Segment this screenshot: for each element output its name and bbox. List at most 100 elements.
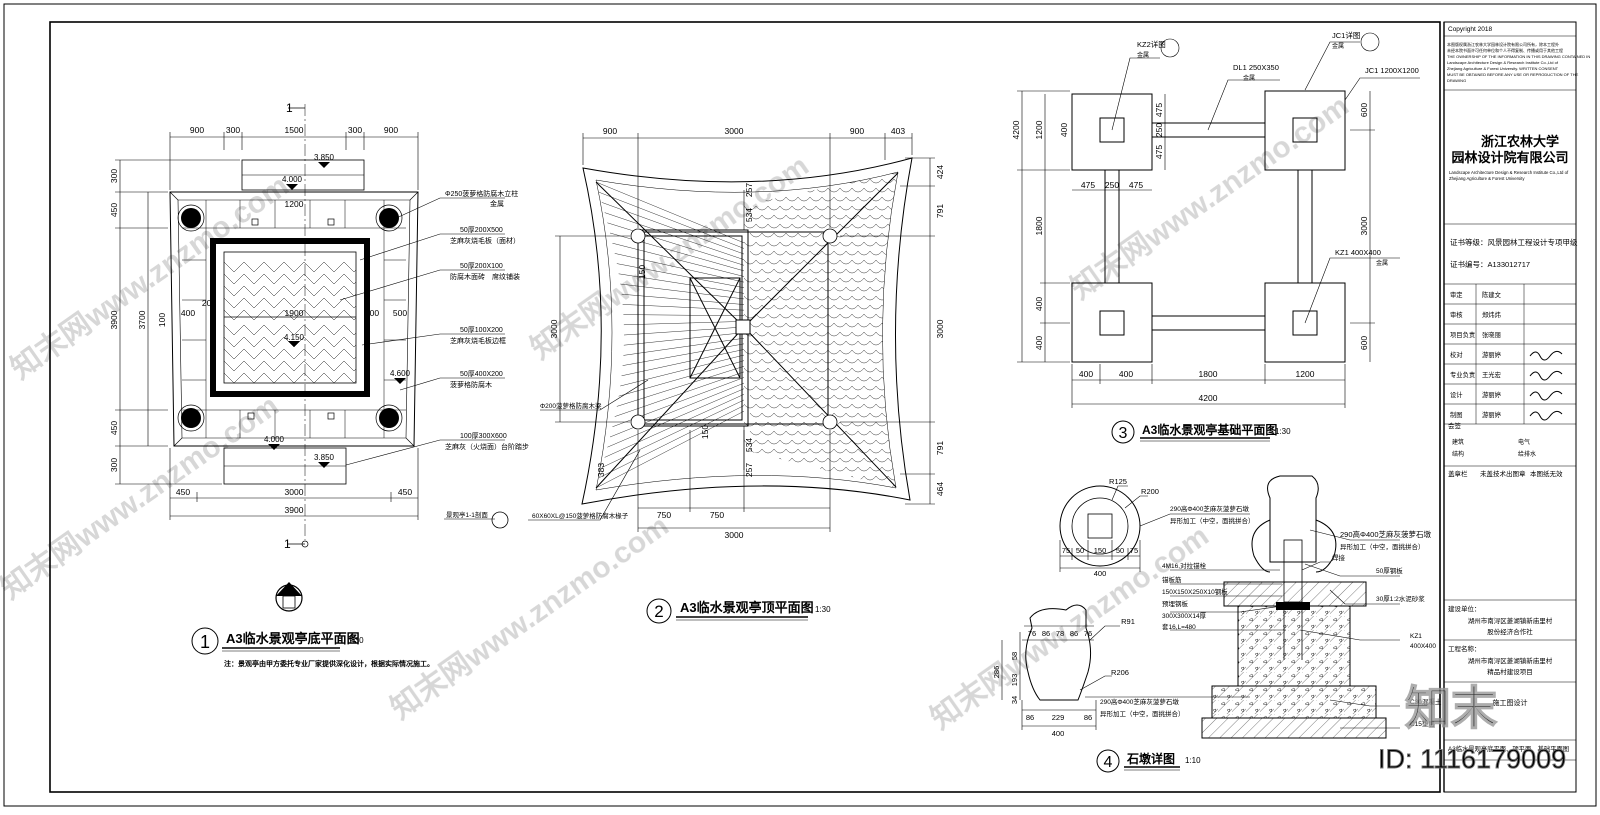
outer-border	[3, 3, 1597, 807]
title-block: Copyright 2018 本图版权属浙江农林大学园林设计院有限公司所有，除本…	[1443, 21, 1590, 793]
staff-role: 制图	[1450, 410, 1463, 419]
dim-label: 3000	[285, 487, 304, 497]
dim-label: 750	[710, 510, 724, 520]
stamp-note: 本图纸无效	[1530, 469, 1563, 478]
drawing-title: A3临水景观亭顶平面图	[680, 600, 814, 615]
dim-label: 4200	[1199, 393, 1218, 403]
drawing-number: 2	[654, 602, 663, 621]
dim-label: 100	[157, 313, 167, 327]
radius-label: R125	[1109, 477, 1127, 486]
drawing-scale: 1:30	[815, 605, 831, 614]
elevation-label: 4.600	[390, 369, 411, 378]
radius-label: R200	[1141, 487, 1159, 496]
dim-label: 193	[1010, 674, 1019, 687]
dim-label: 750	[657, 510, 671, 520]
watermark-text: 知末网www.znzmo.com	[5, 169, 295, 386]
dim-label: 300	[348, 125, 362, 135]
section-mark-bottom: 1	[284, 537, 291, 551]
elevation-label: 4.000	[282, 175, 303, 184]
callout-text: 预埋钢板	[1162, 599, 1189, 608]
dim-label: 450	[398, 487, 412, 497]
callout-text: 50厚400X200	[460, 370, 503, 378]
drawing-title: A3临水景观亭基础平面图	[1142, 422, 1277, 437]
stamp-note: 未盖技术出图章	[1480, 469, 1526, 478]
staff-name: 郑炜炜	[1482, 310, 1501, 319]
dim-label: 229	[1052, 713, 1065, 722]
radius-label: R206	[1111, 668, 1129, 677]
staff-name: 张晓丽	[1482, 330, 1501, 339]
dim-label: 791	[935, 204, 945, 218]
dim-label: 3000	[1359, 216, 1369, 235]
drawing-number: 4	[1104, 754, 1113, 771]
dim-label: 450	[176, 487, 190, 497]
callout-text: JC1详图	[1332, 30, 1360, 40]
watermark-text: 知末网www.znzmo.com	[0, 389, 285, 606]
callout-text: 焊接	[1332, 553, 1346, 562]
pier-section-detail: 4M16,对拉锚栓 锚板筋 150X150X250X10钢板 预埋钢板 300X…	[1162, 475, 1442, 739]
callout-text: KZ2详图	[1137, 39, 1166, 49]
callout-text: 50厚100X200	[460, 326, 503, 334]
callout-text: 50厚200X500	[460, 226, 503, 234]
company-name-en: Zhejiang Agriculture & Forest University	[1449, 176, 1525, 181]
dim-label: 400	[1059, 123, 1069, 137]
callout-text: 290高Φ400芝麻灰菠萝石墩	[1170, 504, 1249, 513]
plan-1-floor-plan: 1 1 900 300 1500 300 900 1200 450 3000 4…	[109, 101, 529, 668]
countersign-label: 结构	[1452, 450, 1464, 458]
callout-sub: 防腐木面砖 席纹铺装	[450, 272, 520, 281]
watermark-text: 知末网www.znzmo.com	[385, 509, 675, 726]
callout-text: C30混凝土	[1410, 697, 1442, 706]
dim-label: 78	[1056, 629, 1064, 638]
dim-label: 76	[1084, 629, 1092, 638]
staff-name: 游丽婷	[1482, 410, 1502, 419]
countersign-label: 建筑	[1452, 438, 1464, 446]
drawing-scale: 1:10	[1185, 756, 1201, 765]
watermark-brand: 知末	[1405, 682, 1497, 734]
callout-sub: 菠萝格防腐木	[450, 380, 492, 389]
dim-label: 76	[1028, 629, 1036, 638]
callout-sub: 芝麻灰（火烧面）台阶踏步	[445, 442, 529, 451]
section-symbol-label: 景观亭1-1剖面	[446, 510, 488, 519]
plan-3-foundation-plan: KZ2详图 金属 JC1详图 金属 DL1 250X350 金属 JC1 120…	[1011, 30, 1420, 444]
signature	[1529, 390, 1563, 401]
signature	[1529, 370, 1563, 381]
callout-text: JC1 1200X1200	[1365, 66, 1419, 75]
dim-label: 1200	[1296, 369, 1315, 379]
dim-label: 900	[603, 126, 617, 136]
project-name: 湖州市南浔区菱湖镇新庙里村	[1468, 656, 1553, 665]
copyright-line: Landscape Architecture Design & Research…	[1447, 60, 1559, 65]
dim-label: 534	[744, 438, 754, 452]
callout-text: 金属	[1332, 42, 1344, 50]
staff-name: 王光宏	[1482, 370, 1501, 379]
plan-2-roof-plan: 900 3000 900 403 424 791 3000 791 464 30…	[528, 126, 945, 624]
copyright-line: THE OWNERSHIP OF THE INFORMATION IN THIS…	[1447, 54, 1590, 59]
dim-label: 383	[596, 463, 606, 477]
drawing-number: 3	[1119, 425, 1128, 442]
signature	[1529, 410, 1563, 421]
dim-label: 475	[1154, 103, 1164, 117]
staff-table: 审定陈建文审核郑炜炜项目负责张晓丽校对游丽婷专业负责王光宏设计游丽婷制图游丽婷	[1444, 284, 1576, 425]
staff-name: 陈建文	[1482, 290, 1502, 299]
dim-label: 600	[1359, 103, 1369, 117]
dim-label: 3700	[137, 310, 147, 329]
dim-label: 400	[1119, 369, 1133, 379]
drawing-scale: 1:30	[348, 636, 364, 645]
dim-label: 534	[744, 208, 754, 222]
callout-sub: 芝麻灰烧毛板边框	[450, 336, 506, 345]
dim-label: 400	[181, 308, 195, 318]
north-arrow-icon	[275, 582, 303, 612]
callout-text: Φ200菠萝格防腐木梁	[540, 401, 602, 410]
callout-text: 金属	[1243, 74, 1255, 82]
company-name-2: 园林设计院有限公司	[1451, 150, 1568, 165]
callout-text: DL1 250X350	[1233, 63, 1279, 72]
callout-text: 异形加工（中空，面挑拼合）	[1170, 516, 1255, 525]
dim-label: 403	[891, 126, 905, 136]
dim-label: 1500	[285, 125, 304, 135]
dim-label: 1200	[285, 199, 304, 209]
inner-border	[49, 21, 1441, 793]
dim-label: 58	[1010, 652, 1019, 660]
dim-label: 200	[202, 298, 216, 308]
staff-role: 专业负责	[1450, 370, 1475, 379]
staff-name: 游丽婷	[1482, 390, 1502, 399]
watermark-text: 知末网www.znzmo.com	[525, 149, 815, 366]
drawing-scale: 1:30	[1275, 427, 1291, 436]
